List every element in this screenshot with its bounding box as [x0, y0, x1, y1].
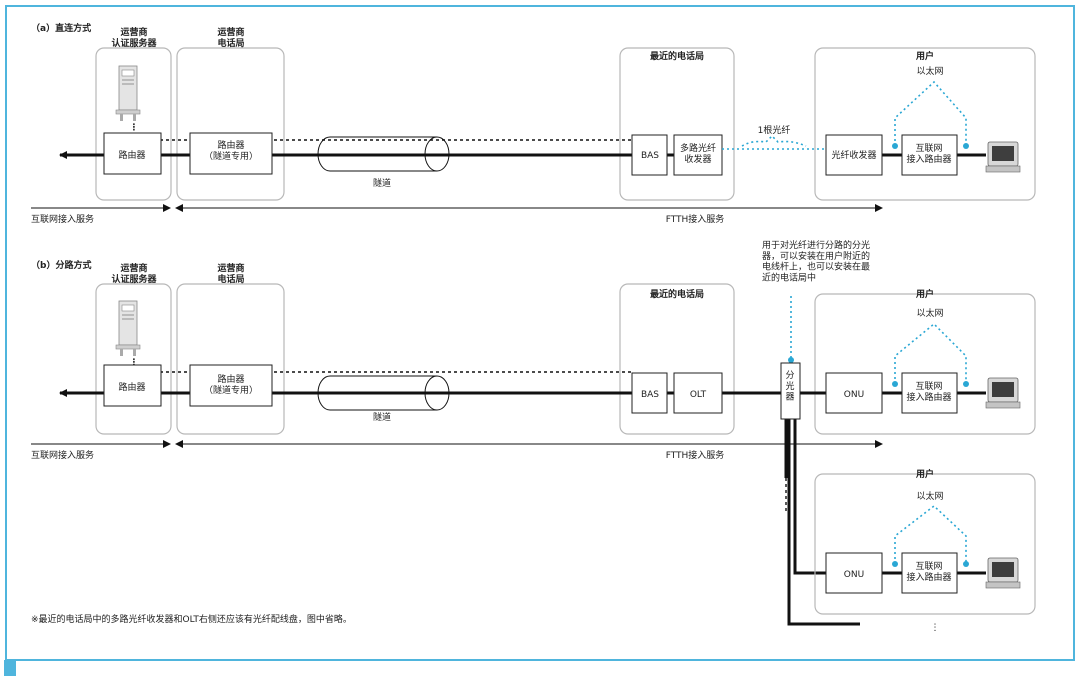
access-router-b — [901, 372, 958, 414]
user-group-a — [814, 47, 1036, 201]
splitter-b — [780, 362, 801, 420]
fiber-label-a: 1根光纤 — [758, 124, 791, 136]
access-router-label-b: 互联网接入路由器 — [906, 381, 951, 403]
isp-auth-group-label-a: 运营商认证服务器 — [111, 26, 157, 49]
server-link-dots-b: ⋮ — [130, 358, 139, 368]
ftth-service-label-a: FTTH接入服务 — [666, 213, 725, 225]
router-label-a: 路由器 — [118, 149, 145, 161]
telco-group-label-a: 运营商电话局 — [217, 26, 244, 49]
pc-icon-b — [985, 377, 1021, 409]
tunnel-router-label-b: 路由器（隧道专用） — [204, 373, 258, 396]
access-router-a — [901, 134, 958, 176]
bas-label-a: BAS — [641, 151, 659, 161]
access-router-label-b2: 互联网接入路由器 — [906, 561, 951, 583]
section-b-title: （b）分路方式 — [31, 259, 91, 271]
onu-label-b2: ONU — [844, 570, 864, 580]
ethernet-port-right-a — [963, 143, 969, 149]
ftth-service-label-b: FTTH接入服务 — [666, 449, 725, 461]
telco-group-a — [176, 47, 285, 201]
pc-icon-b2 — [985, 557, 1021, 589]
section-a-title: （a）直连方式 — [31, 22, 91, 34]
isp-auth-group-a — [95, 47, 172, 201]
branch-to-onu2 — [793, 419, 826, 575]
olt-b — [673, 372, 723, 414]
fiber-brace-a — [741, 134, 807, 147]
splitter-note: 用于对光纤进行分路的分光器，可以安装在用户附近的电线杆上，也可以安装在最近的电话… — [762, 239, 870, 283]
ethernet-label-b2: 以太网 — [916, 490, 943, 502]
tunnel-label-b: 隧道 — [373, 411, 391, 423]
ethernet-port-left-a — [892, 143, 898, 149]
olt-label-b: OLT — [690, 390, 707, 400]
tunnel-router-b — [189, 364, 273, 407]
more-users-ellipsis: ⋮ — [931, 623, 940, 633]
access-router-b2 — [901, 552, 958, 594]
router-label-b: 路由器 — [118, 381, 145, 393]
onu-b — [825, 372, 883, 414]
outer-frame — [5, 5, 1075, 661]
internet-service-label-b: 互联网接入服务 — [31, 449, 94, 461]
tunnel-a — [317, 136, 450, 172]
ethernet-label-b: 以太网 — [916, 307, 943, 319]
tunnel-label-a: 隧道 — [373, 177, 391, 189]
ethernet-port-left-b2 — [892, 561, 898, 567]
internet-service-label-a: 互联网接入服务 — [31, 213, 94, 225]
user-group-b2 — [814, 473, 1036, 615]
mux-a — [673, 134, 723, 176]
ethernet-port-left-b — [892, 381, 898, 387]
tunnel-router-label-a: 路由器（隧道专用） — [204, 139, 258, 162]
isp-auth-group-b — [95, 283, 172, 435]
router-a — [103, 132, 162, 175]
bas-a — [631, 134, 668, 176]
nearest-office-group-b — [619, 283, 735, 435]
onu-label-b: ONU — [844, 390, 864, 400]
ethernet-label-a: 以太网 — [916, 65, 943, 77]
user-group-b — [814, 293, 1036, 435]
ethernet-port-right-b2 — [963, 561, 969, 567]
bas-label-b: BAS — [641, 390, 659, 400]
frame-tab — [4, 660, 16, 676]
nearest-office-label-b: 最近的电话局 — [650, 288, 704, 300]
user-label-a: 用户 — [915, 50, 934, 62]
transceiver-label-a: 光纤收发器 — [831, 149, 876, 161]
onu-b2 — [825, 552, 883, 594]
splitter-note-dot — [788, 357, 794, 363]
nearest-office-group-a — [619, 47, 735, 201]
telco-group-b — [176, 283, 285, 435]
isp-auth-group-label-b: 运营商认证服务器 — [111, 262, 157, 285]
server-link-dots-a: ⋮ — [130, 123, 139, 133]
router-b — [103, 364, 162, 407]
ethernet-port-right-b — [963, 381, 969, 387]
mux-label-a: 多路光纤收发器 — [680, 142, 716, 165]
ethernet-link-a — [894, 80, 967, 146]
tunnel-b — [317, 375, 450, 411]
bas-b — [631, 372, 668, 414]
splitter-label-b: 分光器 — [785, 370, 794, 403]
auth-server-icon-a — [115, 65, 141, 122]
access-router-label-a: 互联网接入路由器 — [906, 143, 951, 165]
ethernet-link-b2 — [894, 504, 967, 564]
branch-bottom — [787, 419, 860, 626]
telco-group-label-b: 运营商电话局 — [217, 262, 244, 285]
transceiver-a — [825, 134, 883, 176]
tunnel-router-a — [189, 132, 273, 175]
user-label-b: 用户 — [915, 288, 934, 300]
nearest-office-label-a: 最近的电话局 — [650, 50, 704, 62]
footnote: ※最近的电话局中的多路光纤收发器和OLT右侧还应该有光纤配线盘，图中省略。 — [31, 613, 352, 625]
auth-server-icon-b — [115, 300, 141, 357]
user-label-b2: 用户 — [915, 468, 934, 480]
pc-icon-a — [985, 141, 1021, 173]
